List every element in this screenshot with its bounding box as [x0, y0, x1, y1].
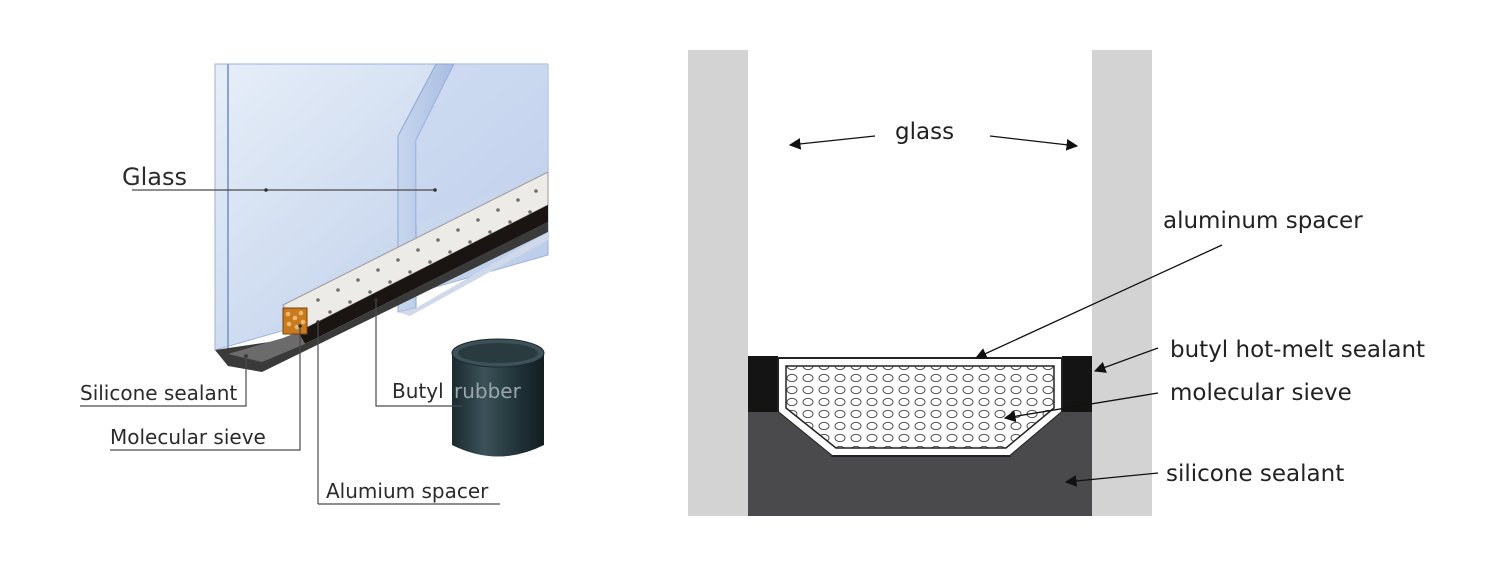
- silicone-left-wedge: [748, 412, 832, 456]
- front-glass-face: [416, 64, 548, 225]
- label-silicone-sealant: Silicone sealant: [80, 381, 237, 405]
- label-butyl-hot-melt-sealant: butyl hot-melt sealant: [1170, 337, 1425, 363]
- label-glass: Glass: [122, 163, 187, 191]
- label-rubber: rubber: [454, 379, 522, 403]
- right-arrows: [788, 135, 1223, 487]
- silicone-leader: [80, 356, 247, 407]
- butyl-strip: [298, 205, 548, 344]
- label-molecular-sieve: Molecular sieve: [110, 425, 266, 449]
- molecular-sieve-granules: [285, 310, 306, 330]
- label-alumium-spacer: Alumium spacer: [326, 479, 489, 503]
- label-butyl: Butyl: [392, 379, 444, 403]
- label-molecular-sieve-right: molecular sieve: [1170, 380, 1352, 406]
- glass-arrow-right: [989, 135, 1079, 151]
- silicone-right-wedge: [1010, 412, 1092, 456]
- left-leader-dots: [244, 188, 437, 358]
- silicone-arrow: [1064, 472, 1159, 487]
- label-aluminum-spacer: aluminum spacer: [1163, 208, 1363, 234]
- label-silicone-sealant-right: silicone sealant: [1166, 461, 1344, 487]
- silicone-sealant-top: [228, 332, 305, 362]
- molecular-sieve-interior: [785, 365, 1055, 449]
- label-glass-right: glass: [895, 119, 954, 145]
- right-cross-section-diagram: glass aluminum spacer butyl hot-melt sea…: [688, 50, 1425, 516]
- left-glass-pane: [688, 50, 748, 516]
- right-glass-pane: [1092, 50, 1152, 516]
- butyl-left: [748, 356, 778, 412]
- molecular-sieve-leader: [110, 326, 301, 451]
- molecular-sieve-arrow: [1003, 392, 1159, 423]
- left-cutaway-diagram: Glass Silicone sealant Molecular sieve A…: [80, 63, 549, 505]
- left-leader-lines: [80, 189, 500, 505]
- butyl-arrow: [1093, 347, 1159, 373]
- butyl-rubber-can: [451, 338, 545, 457]
- glass-arrow-left: [788, 135, 876, 150]
- butyl-leader: [375, 300, 462, 407]
- spacer-perforations: [316, 189, 538, 314]
- aluminum-spacer-arrow: [974, 244, 1223, 359]
- butyl-right: [1062, 356, 1092, 412]
